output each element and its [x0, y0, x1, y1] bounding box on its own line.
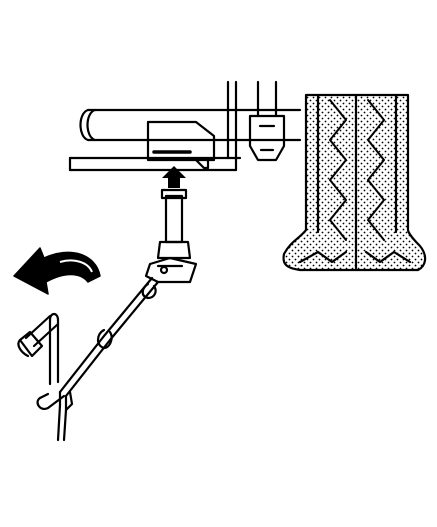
rotate-arrow-icon	[13, 247, 101, 295]
jacking-point-bracket	[146, 120, 216, 170]
tire	[282, 93, 427, 272]
frame-rail	[68, 80, 302, 172]
jack	[144, 188, 198, 284]
lug-wrench	[17, 312, 60, 386]
lift-arrow-icon	[162, 166, 186, 188]
jack-handle	[36, 276, 160, 442]
suspension-strut	[248, 80, 286, 162]
